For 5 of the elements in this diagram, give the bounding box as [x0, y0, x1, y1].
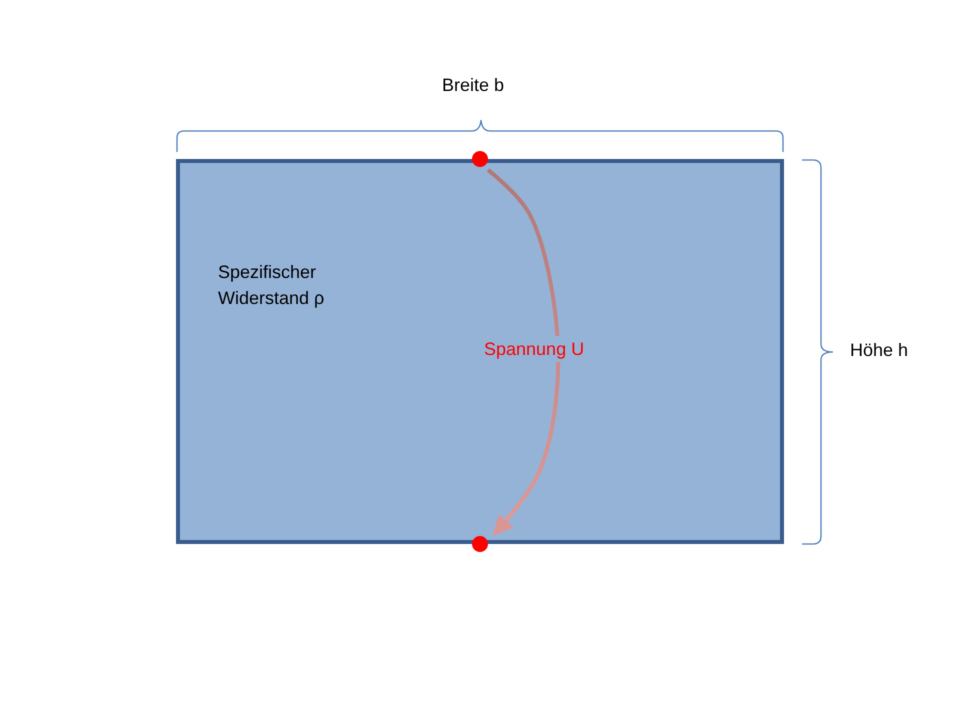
dimension-label: Höhe h [850, 339, 908, 362]
block-label: Spezifischer Widerstand ρ [218, 261, 326, 310]
dimension-label: Breite b [442, 74, 504, 97]
terminal-dot [472, 536, 488, 552]
terminal-dot [472, 151, 488, 167]
